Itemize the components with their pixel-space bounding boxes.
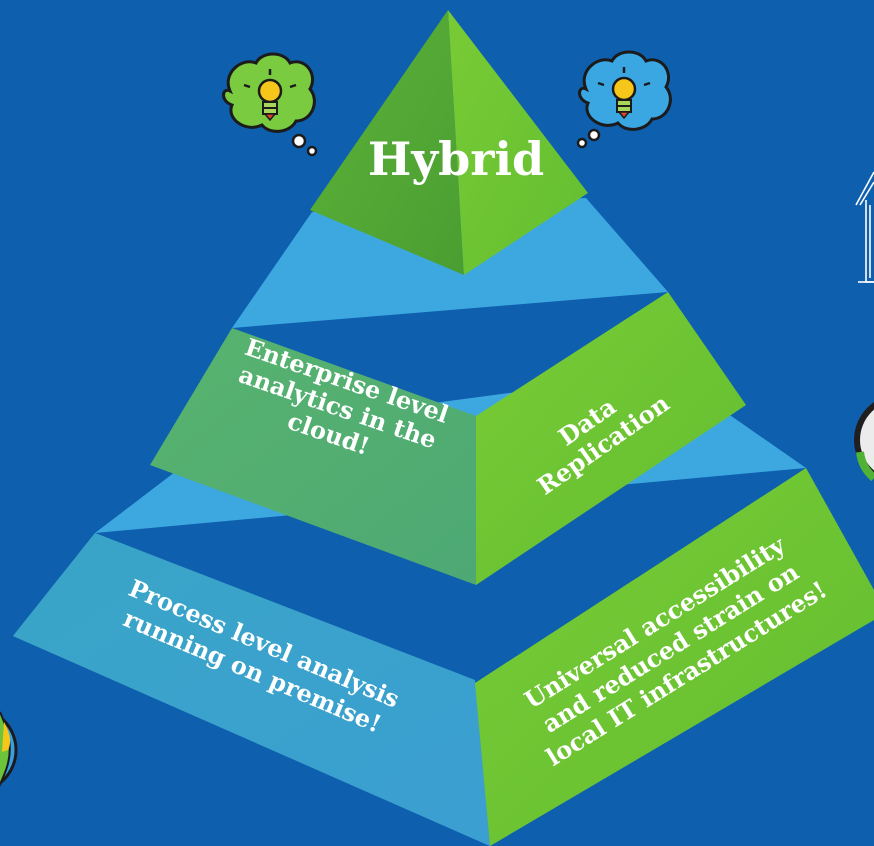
house-sketch-icon xyxy=(855,171,874,283)
middle-tier-left-face xyxy=(150,328,476,585)
top-tier-right-face xyxy=(448,10,588,275)
lightbulb-thought-bubble-left-icon xyxy=(222,52,318,157)
pyramid-top-tier xyxy=(310,10,588,275)
top-tier-label: Hybrid xyxy=(368,132,544,186)
globe-icon xyxy=(0,711,18,787)
top-tier-left-face xyxy=(310,10,464,275)
bottom-tier-left-face-main xyxy=(13,533,490,846)
middle-tier-right-face xyxy=(476,292,746,585)
lightbulb-thought-bubble-right-icon xyxy=(576,50,672,149)
round-badge-icon xyxy=(854,402,874,482)
bottom-tier-right-face xyxy=(475,468,874,846)
